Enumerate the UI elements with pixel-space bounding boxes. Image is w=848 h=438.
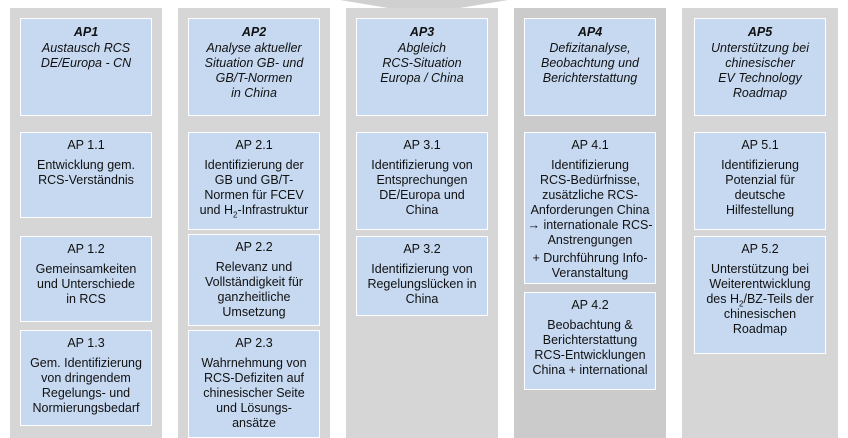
ap1-1-number: AP 1.1: [67, 138, 105, 152]
ap2-1-text: Identifizierung der GB und GB/T- Normen …: [204, 158, 304, 202]
ap3-subtitle: Abgleich RCS-Situation Europa / China: [380, 41, 464, 85]
ap2-3-text: Wahrnehmung von RCS-Defiziten auf chines…: [201, 356, 307, 430]
ap2-1-text-h2-line: und H2-Infrastruktur: [199, 203, 309, 220]
ap5-2-text: Unterstützung bei Weiterentwicklung: [709, 262, 811, 291]
ap2-subtitle: Analyse aktueller Situation GB- und GB/T…: [204, 41, 304, 100]
ap5-subtitle: Unterstützung bei chinesischer EV Techno…: [711, 41, 809, 100]
ap4-1-box: AP 4.1 Identifizierung RCS-Bedürfnisse, …: [524, 132, 656, 284]
ap1-subtitle: Austausch RCS DE/Europa - CN: [40, 41, 132, 70]
ap2-3-box: AP 2.3 Wahrnehmung von RCS-Defiziten auf…: [188, 330, 320, 438]
ap5-header: AP5 Unterstützung bei chinesischer EV Te…: [694, 18, 826, 116]
ap1-2-number: AP 1.2: [67, 242, 105, 256]
ap2-title: AP2: [241, 25, 267, 39]
column-ap4: AP4 Defizitanalyse, Beobachtung und Beri…: [514, 8, 666, 438]
ap4-title: AP4: [577, 25, 603, 39]
ap4-2-box: AP 4.2 Beobachtung & Berichterstattung R…: [524, 292, 656, 390]
ap4-2-number: AP 4.2: [571, 298, 609, 312]
ap5-1-box: AP 5.1 Identifizierung Potenzial für deu…: [694, 132, 826, 230]
column-ap3: AP3 Abgleich RCS-Situation Europa / Chin…: [346, 8, 498, 438]
ap1-title: AP1: [73, 25, 99, 39]
ap5-title: AP5: [747, 25, 773, 39]
ap5-1-number: AP 5.1: [741, 138, 779, 152]
ap1-3-number: AP 1.3: [67, 336, 105, 350]
ap2-2-box: AP 2.2 Relevanz und Vollständigkeit für …: [188, 234, 320, 326]
ap3-1-box: AP 3.1 Identifizierung von Entsprechunge…: [356, 132, 488, 230]
ap5-2-box: AP 5.2 Unterstützung bei Weiterentwicklu…: [694, 236, 826, 354]
ap2-1-number: AP 2.1: [235, 138, 273, 152]
ap4-1-text-extra: + Durchführung Info- Veranstaltung: [532, 251, 648, 280]
ap3-header: AP3 Abgleich RCS-Situation Europa / Chin…: [356, 18, 488, 116]
ap3-2-box: AP 3.2 Identifizierung von Regelungslück…: [356, 236, 488, 316]
ap3-1-number: AP 3.1: [403, 138, 441, 152]
ap3-2-number: AP 3.2: [403, 242, 441, 256]
ap3-2-text: Identifizierung von Regelungslücken in C…: [367, 262, 477, 306]
ap4-1-number: AP 4.1: [571, 138, 609, 152]
ap4-2-text: Beobachtung & Berichterstattung RCS-Entw…: [532, 318, 648, 377]
ap1-1-box: AP 1.1 Entwicklung gem. RCS-Verständnis: [20, 132, 152, 218]
ap2-header: AP2 Analyse aktueller Situation GB- und …: [188, 18, 320, 116]
ap4-1-text: Identifizierung RCS-Bedürfnisse, zusätzl…: [527, 158, 653, 247]
ap5-2-text-h2-line: des H2/BZ-Teils der: [706, 292, 814, 309]
ap1-1-text: Entwicklung gem. RCS-Verständnis: [37, 158, 135, 187]
ap4-subtitle: Defizitanalyse, Beobachtung und Berichte…: [540, 41, 639, 85]
ap5-2-text-rest: chinesischen Roadmap: [723, 307, 797, 336]
ap4-header: AP4 Defizitanalyse, Beobachtung und Beri…: [524, 18, 656, 116]
ap3-1-text: Identifizierung von Entsprechungen DE/Eu…: [371, 158, 473, 217]
ap1-header: AP1 Austausch RCS DE/Europa - CN: [20, 18, 152, 116]
ap2-3-number: AP 2.3: [235, 336, 273, 350]
column-ap2: AP2 Analyse aktueller Situation GB- und …: [178, 8, 330, 438]
ap1-2-text: Gemeinsamkeiten und Unterschiede in RCS: [35, 262, 137, 306]
ap1-3-box: AP 1.3 Gem. Identifizierung von dringend…: [20, 330, 152, 426]
ap5-1-text: Identifizierung Potenzial für deutsche H…: [721, 158, 799, 217]
ap5-2-number: AP 5.2: [741, 242, 779, 256]
ap3-title: AP3: [409, 25, 435, 39]
column-ap5: AP5 Unterstützung bei chinesischer EV Te…: [682, 8, 838, 438]
ap2-2-number: AP 2.2: [235, 240, 273, 254]
column-ap1: AP1 Austausch RCS DE/Europa - CN AP 1.1 …: [10, 8, 162, 438]
ap2-2-text: Relevanz und Vollständigkeit für ganzhei…: [205, 260, 303, 319]
ap1-2-box: AP 1.2 Gemeinsamkeiten und Unterschiede …: [20, 236, 152, 322]
ap2-1-box: AP 2.1 Identifizierung der GB und GB/T- …: [188, 132, 320, 230]
ap1-3-text: Gem. Identifizierung von dringendem Rege…: [30, 356, 142, 415]
